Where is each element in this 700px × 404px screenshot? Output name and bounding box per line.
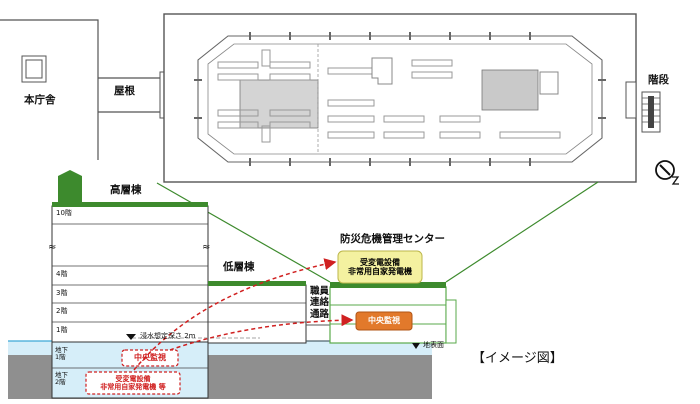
flood-depth-label: 浸水想定深さ 2m [140, 332, 196, 340]
plan-roof-bridge [98, 77, 160, 113]
arrow-equipment-relocation [133, 258, 337, 371]
high-rise-tower [51, 205, 209, 343]
roof-label: 屋根 [114, 85, 135, 97]
compass-north-icon [655, 160, 680, 185]
plan-inner-octagon [197, 35, 603, 163]
floor-label-3: 3階 [56, 289, 68, 297]
center-equipment-box [337, 250, 423, 284]
old-monitor-box [121, 349, 179, 367]
old-equipment-text: 受変電設備 非常用自家発電機 等 [100, 374, 166, 391]
floor-label-b2: 地下 2階 [55, 371, 68, 387]
passage-label: 職員 連絡 通路 [310, 286, 330, 320]
ground-label: 地表面 [423, 341, 444, 349]
center-equipment-text: 受変電設備 非常用自家発電機 [348, 257, 412, 276]
main-building-label: 本庁舎 [24, 94, 56, 106]
floor-label-4: 4階 [56, 270, 68, 278]
floor-label-10: 10階 [56, 209, 72, 217]
high-rise-penthouse [58, 170, 82, 185]
old-monitor-text: 中央監視 [134, 353, 166, 363]
stairs-label: 階段 [648, 74, 669, 86]
plan-main-building-outline [0, 19, 99, 160]
old-equipment-box [85, 371, 181, 395]
plan-view [0, 13, 661, 183]
arrow-monitor-relocation [169, 314, 354, 351]
center-monitor-text: 中央監視 [368, 316, 400, 326]
center-monitor-box [355, 311, 413, 331]
low-rise-building [207, 284, 307, 344]
low-rise-label: 低層棟 [223, 261, 255, 273]
floor-label-2: 2階 [56, 307, 68, 315]
svg-text:≈: ≈ [202, 242, 210, 253]
high-rise-label: 高層棟 [110, 184, 142, 196]
caption: 【イメージ図】 [472, 351, 563, 366]
floor-label-1: 1階 [56, 326, 68, 334]
svg-text:≈: ≈ [48, 242, 56, 253]
plan-outer-wall [163, 13, 637, 183]
center-title: 防災危機管理センター [340, 233, 445, 245]
floor-label-b1: 地下 1階 [55, 346, 68, 362]
